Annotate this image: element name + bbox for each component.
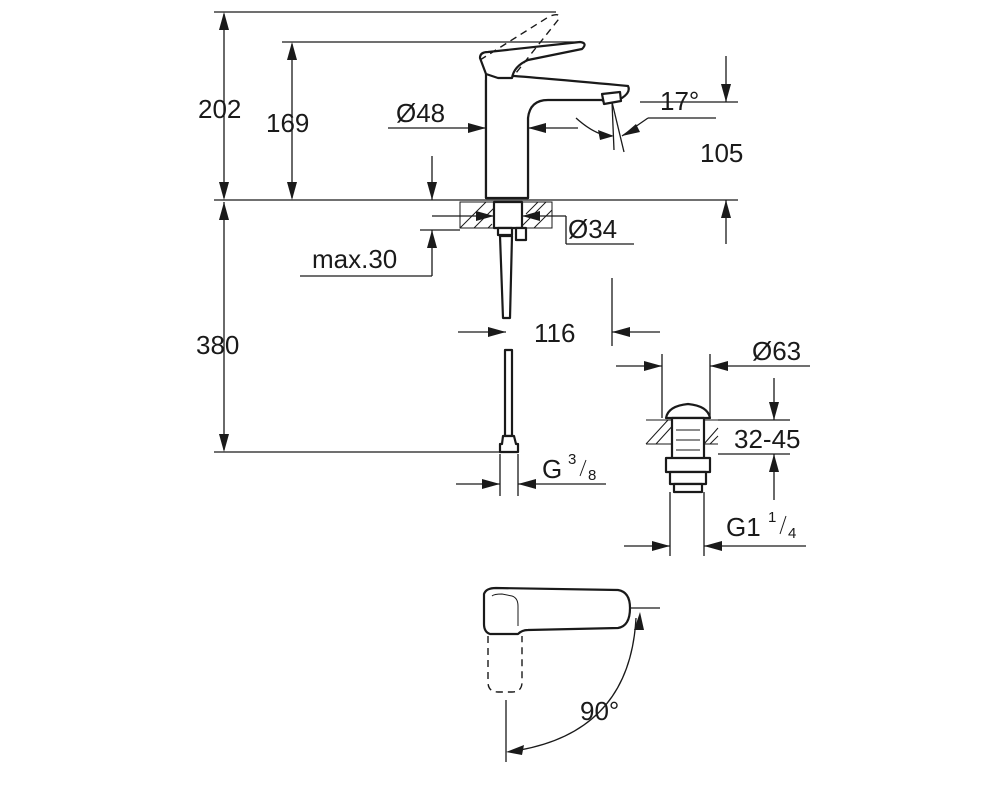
- dim-diameter-63: Ø63: [616, 336, 810, 418]
- waste-body: [670, 416, 706, 462]
- hose-lower: [503, 348, 514, 438]
- faucet-spout: [484, 72, 630, 200]
- dim-202-label: 202: [198, 94, 241, 124]
- hose-connector: [514, 226, 528, 242]
- thread-hose-base: G: [542, 454, 562, 484]
- dim-105-label: 105: [700, 138, 743, 168]
- dim-angle-17: 17°: [575, 86, 716, 153]
- dim-169-label: 169: [266, 108, 309, 138]
- shank-nut: [496, 226, 514, 237]
- waste-nut: [664, 456, 712, 474]
- dim-thread-hose: G 3 8: [456, 451, 606, 496]
- lever-top: [482, 586, 632, 636]
- dim-169: 169: [266, 41, 580, 200]
- thread-hose-num: 3: [568, 451, 576, 468]
- waste-lower-nut: [668, 470, 708, 486]
- waste-fitting: [645, 402, 719, 494]
- dim-diameter-63-label: Ø63: [752, 336, 801, 366]
- dim-thread-waste: G1 1 4: [624, 492, 806, 556]
- dim-380: 380: [196, 202, 500, 453]
- faucet-shank: [492, 200, 524, 230]
- thread-waste-num: 1: [768, 509, 776, 526]
- handle-alt-position: [479, 13, 560, 79]
- dim-diameter-34-label: Ø34: [568, 214, 617, 244]
- faucet-elevation: [214, 13, 738, 454]
- dim-116: 116: [458, 278, 660, 348]
- dim-diameter-48-label: Ø48: [396, 98, 445, 128]
- lever-top-view: 90°: [482, 586, 660, 762]
- waste-cap: [664, 402, 712, 420]
- dim-105: 105: [640, 56, 743, 244]
- dim-32-45: 32-45: [718, 378, 801, 500]
- thread-waste-base: G1: [726, 512, 761, 542]
- dim-angle-17-label: 17°: [660, 86, 699, 116]
- dim-32-45-label: 32-45: [734, 424, 801, 454]
- waste-tail: [672, 482, 704, 494]
- hose-end-fitting: [498, 434, 520, 454]
- dim-diameter-48: Ø48: [388, 98, 578, 133]
- thread-waste-den: 4: [788, 525, 796, 542]
- dim-diameter-34: Ø34: [432, 211, 634, 245]
- lever-alt-position: [487, 636, 523, 693]
- faucet-handle: [478, 40, 586, 80]
- dim-116-label: 116: [534, 318, 575, 348]
- faucet-aerator: [600, 90, 623, 106]
- hose-upper: [498, 234, 514, 320]
- dim-max-30-label: max.30: [312, 244, 397, 274]
- dim-202: 202: [198, 11, 556, 200]
- lever-rotation-label: 90°: [580, 696, 619, 726]
- thread-hose-den: 8: [588, 467, 596, 484]
- dim-max-30: max.30: [300, 156, 460, 277]
- dim-380-label: 380: [196, 330, 239, 360]
